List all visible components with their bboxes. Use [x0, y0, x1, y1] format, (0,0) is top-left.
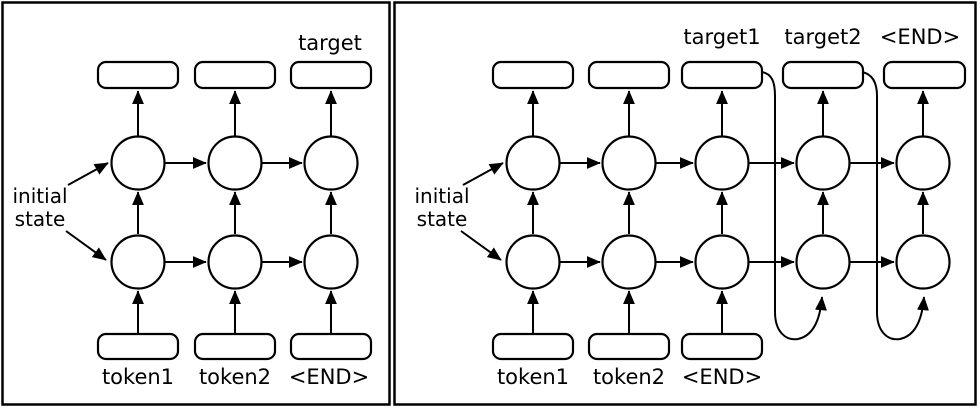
left-input-boxes: [96, 332, 373, 361]
output-box: [680, 60, 764, 90]
output-box: [781, 60, 865, 90]
rnn-cell: [601, 135, 657, 191]
rnn-cell: [110, 135, 166, 191]
right-token2-label: token2: [592, 365, 666, 389]
right-rnn-cells: [505, 135, 951, 290]
rnn-cell: [505, 234, 561, 290]
initial-state-arrow: [460, 230, 502, 261]
initial-state-arrow: [65, 230, 107, 261]
left-end-label: <END>: [288, 365, 370, 389]
initial-state-line1: initial: [414, 184, 470, 208]
output-box: [587, 60, 671, 90]
left-output-boxes: [96, 60, 373, 90]
output-box: [882, 60, 967, 90]
input-box: [193, 332, 277, 361]
rnn-cell: [895, 234, 951, 290]
left-panel-border: [1, 1, 391, 406]
rnn-cell: [601, 234, 657, 290]
initial-state-arrow: [67, 162, 109, 186]
right-end-input-label: <END>: [681, 365, 763, 389]
input-box: [96, 332, 180, 361]
rnn-cell: [303, 234, 359, 290]
feedback-arrow: [761, 71, 827, 341]
rnn-cell: [207, 234, 263, 290]
rnn-cell: [795, 135, 851, 191]
output-box: [491, 60, 575, 90]
right-panel-border: [393, 1, 977, 406]
left-arrows: [65, 90, 337, 333]
rnn-cell: [110, 234, 166, 290]
right-output-boxes: [491, 60, 967, 90]
initial-state-line1: initial: [12, 184, 68, 208]
rnn-cell: [694, 234, 750, 290]
initial-state-arrow: [462, 162, 504, 186]
rnn-cell: [795, 234, 851, 290]
rnn-cell: [207, 135, 263, 191]
rnn-cell: [895, 135, 951, 191]
right-target2-label: target2: [784, 25, 862, 49]
left-target-label: target: [298, 31, 362, 55]
right-panel: [393, 1, 977, 406]
rnn-cell: [303, 135, 359, 191]
feedback-arrow: [861, 71, 929, 341]
initial-state-line2: state: [416, 207, 468, 231]
initial-state-line2: state: [14, 207, 66, 231]
right-initial-state-label: initial state: [408, 185, 476, 231]
output-box: [96, 60, 180, 90]
left-rnn-cells: [110, 135, 359, 290]
input-box: [491, 332, 575, 361]
right-arrows: [460, 71, 929, 341]
right-input-boxes: [491, 332, 764, 361]
rnn-cell: [505, 135, 561, 191]
left-initial-state-label: initial state: [6, 185, 74, 231]
rnn-cell: [694, 135, 750, 191]
right-token1-label: token1: [496, 365, 570, 389]
input-box: [680, 332, 764, 361]
output-box: [193, 60, 277, 90]
left-token1-label: token1: [101, 365, 175, 389]
output-box: [289, 60, 373, 90]
left-token2-label: token2: [198, 365, 272, 389]
left-panel: [1, 1, 391, 406]
input-box: [587, 332, 671, 361]
right-target1-label: target1: [683, 25, 761, 49]
input-box: [289, 332, 373, 361]
right-end-output-label: <END>: [879, 25, 961, 49]
